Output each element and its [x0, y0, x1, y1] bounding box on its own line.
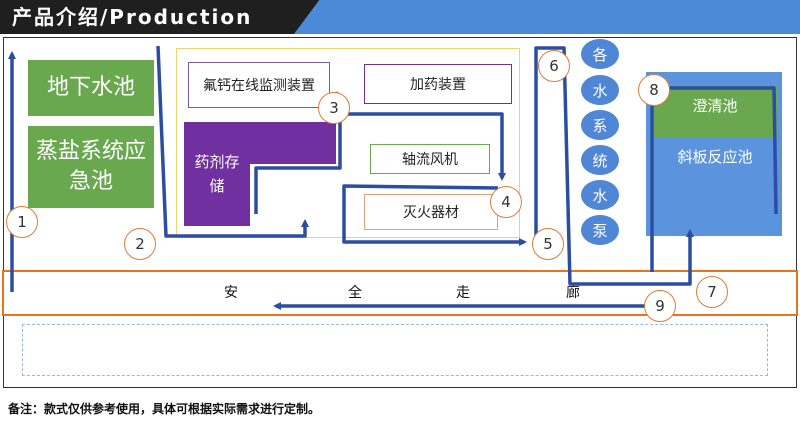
marker-9: 9 — [644, 290, 676, 322]
pump-char-text: 各 — [592, 45, 608, 64]
page-title: 产品介绍/Production — [12, 5, 253, 29]
footer-note: 备注：款式仅供参考使用，具体可根据实际需求进行定制。 — [8, 402, 321, 416]
fluorine-calcium-monitor: 氟钙在线监测装置 — [188, 62, 330, 108]
pump-char-1: 各 — [581, 39, 619, 69]
chemical-storage-top — [184, 122, 336, 164]
marker-number: 4 — [501, 193, 511, 211]
reserved-area — [22, 324, 768, 376]
marker-8: 8 — [638, 74, 670, 106]
marker-1: 1 — [6, 206, 38, 238]
pump-char-text: 水 — [592, 81, 608, 100]
marker-number: 3 — [329, 99, 339, 117]
clarifier-label: 澄清池 — [652, 90, 778, 120]
marker-number: 2 — [135, 235, 145, 253]
corridor-char-1: 安 — [224, 285, 238, 301]
equipment-area-outline — [176, 48, 520, 238]
pump-char-4: 统 — [581, 145, 619, 175]
pump-char-text: 系 — [592, 116, 608, 135]
route-segment-6 — [534, 46, 650, 286]
chemical-storage-bottom — [184, 164, 250, 226]
route-segment-7 — [650, 229, 694, 286]
pump-char-text: 统 — [592, 151, 608, 170]
underground-pool-label: 地下水池 — [46, 75, 135, 100]
header-dark-band — [0, 0, 320, 34]
pump-char-5: 水 — [581, 180, 619, 210]
chemical-storage-label: 药剂存储 — [184, 150, 250, 198]
marker-number: 6 — [549, 57, 559, 75]
marker-2: 2 — [124, 228, 156, 260]
axial-fan-label: 轴流风机 — [402, 152, 458, 168]
evaporation-emergency-pool: 蒸盐系统应急池 — [28, 126, 154, 208]
route-segment-storage — [254, 112, 342, 214]
marker-number: 7 — [707, 283, 717, 301]
marker-number: 9 — [655, 297, 665, 315]
pump-char-2: 水 — [581, 75, 619, 105]
dosing-device-label: 加药装置 — [410, 77, 466, 93]
underground-pool: 地下水池 — [28, 60, 154, 116]
route-segment-8 — [650, 86, 778, 272]
corridor-char-3: 走 — [456, 285, 470, 301]
marker-3: 3 — [318, 92, 350, 124]
route-segment-3 — [334, 91, 506, 181]
fluorine-monitor-label: 氟钙在线监测装置 — [203, 78, 315, 94]
marker-7: 7 — [696, 276, 728, 308]
header-blue-band — [294, 0, 800, 34]
marker-5: 5 — [532, 228, 564, 260]
inclined-reactor-text: 斜板反应池 — [677, 147, 753, 166]
corridor-char-2: 全 — [348, 285, 362, 301]
clarifier-tank — [652, 86, 778, 138]
pump-char-3: 系 — [581, 110, 619, 140]
dosing-device: 加药装置 — [364, 64, 512, 104]
pump-char-text: 泵 — [592, 221, 608, 240]
marker-number: 1 — [17, 213, 27, 231]
marker-6: 6 — [538, 50, 570, 82]
axial-fan: 轴流风机 — [370, 144, 490, 174]
route-segment-2 — [156, 45, 309, 238]
evaporation-pool-label: 蒸盐系统应急池 — [35, 139, 146, 194]
inclined-reactor-label: 斜板反应池 — [652, 142, 778, 170]
fire-equipment-label: 灭火器材 — [403, 205, 459, 221]
clarifier-text: 澄清池 — [692, 96, 738, 115]
corridor-char-4: 廊 — [566, 285, 580, 301]
pump-char-text: 水 — [592, 186, 608, 205]
pump-char-6: 泵 — [581, 215, 619, 245]
chemical-storage-text: 药剂存储 — [194, 153, 240, 195]
marker-4: 4 — [490, 186, 522, 218]
marker-number: 8 — [649, 81, 659, 99]
route-segment-4 — [342, 184, 527, 246]
marker-number: 5 — [543, 235, 553, 253]
